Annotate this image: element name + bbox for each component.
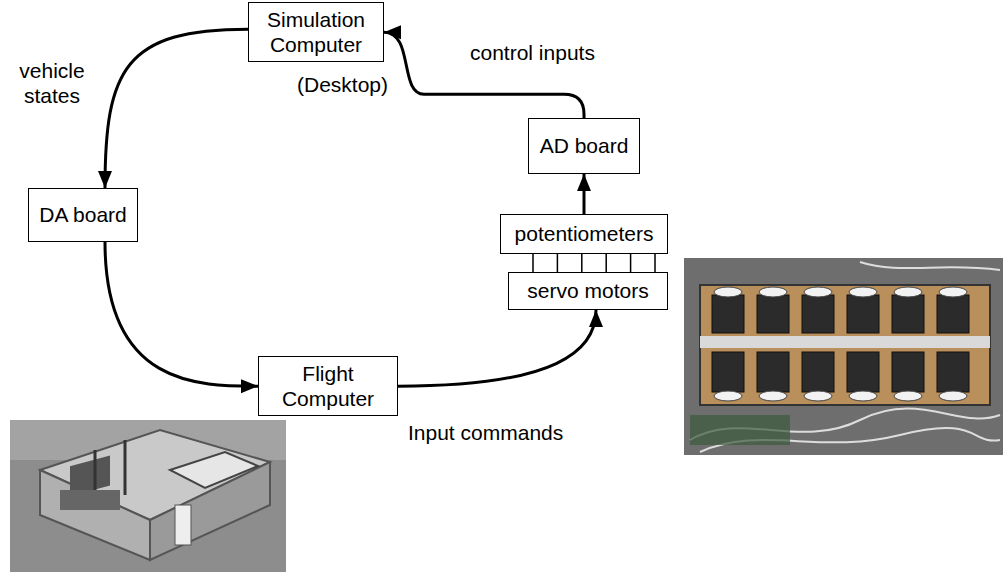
process-box: DA board: [28, 188, 138, 242]
connector: [98, 29, 248, 188]
box-text: servo motors: [527, 278, 648, 303]
process-box: Simulation Computer: [248, 2, 384, 62]
box-text: AD board: [540, 133, 629, 158]
edge-label: Input commands: [408, 420, 563, 445]
process-box: potentiometers: [500, 214, 668, 254]
connector: [398, 310, 603, 386]
connector: [577, 174, 591, 214]
avionics-photo: [10, 420, 286, 572]
connector-line: [105, 29, 248, 188]
connector: [533, 254, 655, 272]
arrow-head: [577, 174, 591, 191]
connector: [384, 25, 584, 118]
connector-line: [398, 310, 596, 386]
note-label: (Desktop): [297, 72, 388, 97]
box-text: potentiometers: [515, 221, 654, 246]
arrow-head: [98, 171, 112, 188]
box-text: Simulation Computer: [257, 7, 375, 57]
process-box: AD board: [528, 118, 640, 174]
arrow-head: [589, 310, 603, 327]
connector: [105, 242, 258, 393]
box-text: DA board: [39, 202, 127, 227]
arrow-head: [384, 25, 401, 39]
box-text: Flight Computer: [267, 361, 389, 411]
process-box: Flight Computer: [258, 356, 398, 416]
connector-line: [105, 242, 258, 386]
edge-label: vehicle states: [12, 58, 92, 108]
edge-label: control inputs: [470, 40, 595, 65]
arrow-head: [241, 379, 258, 393]
connector-line: [533, 254, 655, 272]
process-box: servo motors: [508, 272, 668, 310]
servo-rack-photo: [684, 258, 1003, 455]
